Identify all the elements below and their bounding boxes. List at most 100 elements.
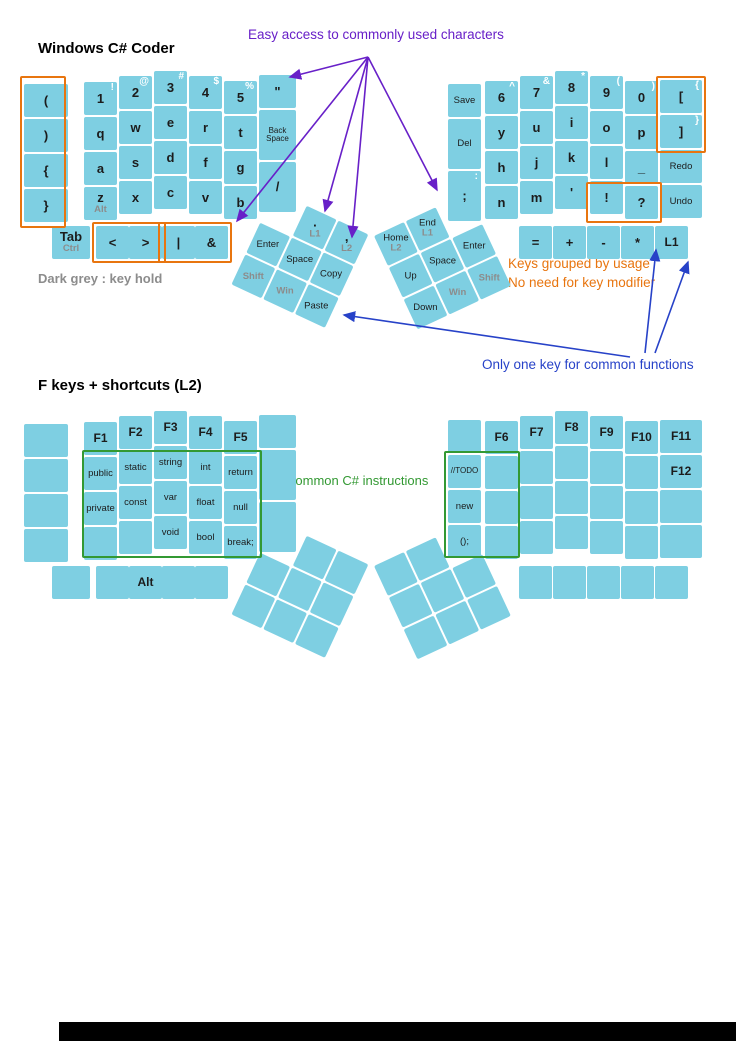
- key-del: Del: [448, 119, 481, 169]
- key-shift-label: !: [110, 82, 114, 93]
- key-label: Save: [453, 94, 476, 106]
- key-blank: [555, 481, 588, 514]
- key-label: x: [131, 189, 140, 205]
- key-label: bool: [196, 531, 215, 543]
- key-semicolon: ;:: [448, 171, 481, 221]
- key-l: l: [590, 146, 623, 179]
- key-label: s: [131, 154, 140, 170]
- key-const: const: [119, 486, 152, 519]
- key-label: k: [567, 149, 576, 165]
- key-label: 8: [567, 79, 576, 95]
- key-label: <: [108, 234, 117, 250]
- key-label: _: [637, 159, 646, 175]
- key-blank: [485, 526, 518, 559]
- key-label: |: [176, 234, 181, 250]
- key-d: d: [154, 141, 187, 174]
- key-ampersand: &: [195, 226, 228, 259]
- key-blank: [519, 566, 552, 599]
- key-2: 2@: [119, 76, 152, 109]
- key-label: i: [569, 114, 574, 130]
- key-underscore: _: [625, 151, 658, 184]
- key-blank: [84, 527, 117, 560]
- key-label: p: [637, 124, 646, 140]
- key-0: 0): [625, 81, 658, 114]
- key-label: z: [97, 190, 104, 206]
- key-hold-label: L2: [390, 242, 402, 254]
- key-label: L1: [664, 235, 679, 250]
- key-blank: [655, 566, 688, 599]
- key-label: Shift: [478, 271, 500, 283]
- key-shift-label: ): [651, 81, 655, 92]
- key-shift-label: @: [139, 76, 149, 87]
- key-f11: F11: [660, 420, 702, 453]
- key-shift-label: }: [695, 115, 699, 126]
- key-f8: F8: [555, 411, 588, 444]
- key-label: Down: [413, 301, 438, 313]
- key-f6: F6: [485, 421, 518, 454]
- key-public: public: [84, 457, 117, 490]
- key-s: s: [119, 146, 152, 179]
- key-shift-label: $: [213, 76, 219, 87]
- purple-annotation-arrow: [347, 56, 369, 239]
- key-label: Enter: [462, 240, 486, 252]
- key-4: 4$: [189, 76, 222, 109]
- key-label: r: [202, 119, 209, 135]
- key-a: a: [84, 152, 117, 185]
- key-apostrophe: ': [555, 176, 588, 209]
- key-blank: [24, 494, 68, 527]
- key-question: ?: [625, 186, 658, 219]
- key-label: public: [88, 467, 113, 479]
- key-slash: /: [259, 162, 296, 212]
- key-label: 0: [637, 89, 646, 105]
- key-label: c: [166, 184, 175, 200]
- key-blank: [259, 415, 296, 448]
- key-blank: [448, 420, 481, 453]
- key-label: static: [124, 461, 147, 473]
- key-blank: [259, 502, 296, 552]
- key-label: int: [200, 461, 211, 473]
- key-label: l: [604, 154, 609, 170]
- key-label: >: [141, 234, 150, 250]
- key-label: Paste: [304, 299, 329, 311]
- key-close-brace: }: [24, 189, 68, 222]
- key-label: o: [602, 119, 611, 135]
- key-blank: [485, 456, 518, 489]
- key-label: F1: [93, 431, 108, 446]
- key-9: 9(: [590, 76, 623, 109]
- key-w: w: [119, 111, 152, 144]
- key-blank: [555, 446, 588, 479]
- key-n: n: [485, 186, 518, 219]
- key-k: k: [555, 141, 588, 174]
- key-shift-label: *: [581, 71, 585, 82]
- key-label: m: [530, 189, 543, 205]
- key-label: /: [275, 179, 280, 195]
- key-q: q: [84, 117, 117, 150]
- key-void: void: [154, 516, 187, 549]
- purple-annotation-arrow: [288, 56, 369, 80]
- key-label: void: [161, 526, 180, 538]
- key-label: F12: [670, 464, 692, 479]
- key-label: private: [86, 502, 115, 514]
- key-label: 1: [96, 90, 105, 106]
- key-label: F11: [670, 429, 691, 444]
- key-blank: [96, 566, 129, 599]
- key-undo: Undo: [660, 185, 702, 218]
- key-label: ();: [460, 535, 469, 547]
- key-y: y: [485, 116, 518, 149]
- key-label: !: [604, 189, 609, 205]
- key-label: var: [163, 491, 178, 503]
- key-label: {: [43, 162, 49, 178]
- note-key-hold-legend: Dark grey : key hold: [38, 271, 163, 286]
- key-label: ": [274, 83, 281, 99]
- key-blank: [553, 566, 586, 599]
- key-blank: [621, 566, 654, 599]
- key-blank: [162, 566, 195, 599]
- key-blank: [24, 459, 68, 492]
- key-label: Up: [404, 269, 417, 281]
- key-label: ?: [637, 194, 646, 210]
- key-blank: [485, 491, 518, 524]
- purple-annotation-arrow: [322, 56, 369, 213]
- key-label: Undo: [669, 195, 693, 207]
- key-label: Win: [276, 285, 294, 297]
- bottom-black-bar: [59, 1022, 736, 1041]
